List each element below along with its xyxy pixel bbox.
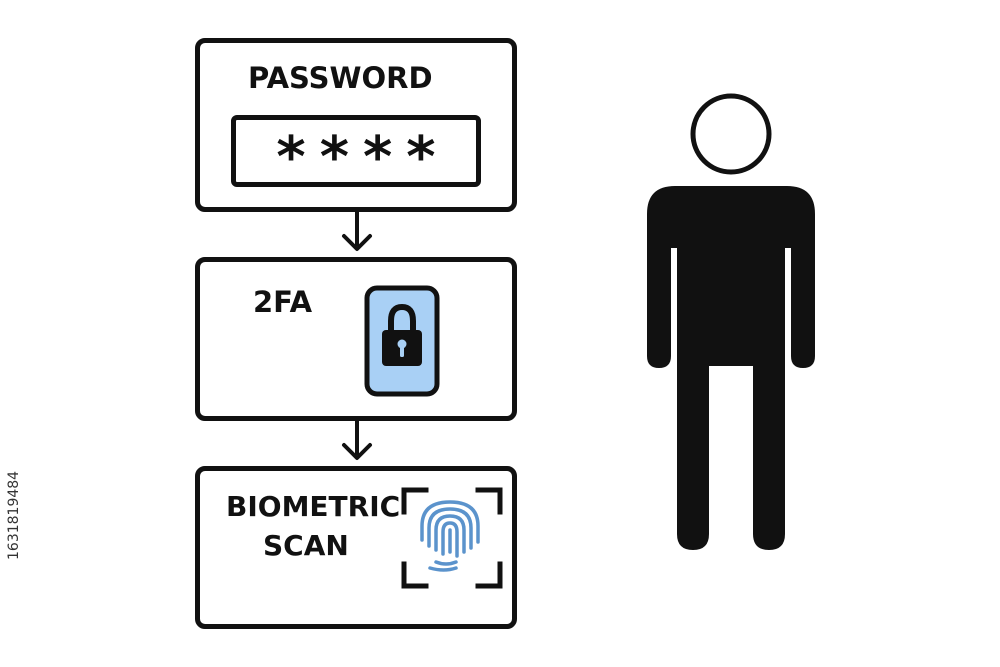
password-field: **** <box>231 115 481 187</box>
side-text: 1631819484 <box>6 470 22 560</box>
person-silhouette-icon <box>647 93 815 550</box>
padlock-phone-icon <box>364 285 440 397</box>
biometric-step-label-line2: SCAN <box>263 529 349 562</box>
arrow-down-icon <box>342 421 372 460</box>
password-step-label: PASSWORD <box>248 61 433 95</box>
biometric-step-label-line1: BIOMETRIC <box>226 490 401 523</box>
password-mask: **** <box>276 125 450 190</box>
two-factor-step-label: 2FA <box>253 285 313 319</box>
two-factor-step-box <box>195 257 517 421</box>
arrow-down-icon <box>342 212 372 251</box>
fingerprint-icon <box>401 487 503 589</box>
